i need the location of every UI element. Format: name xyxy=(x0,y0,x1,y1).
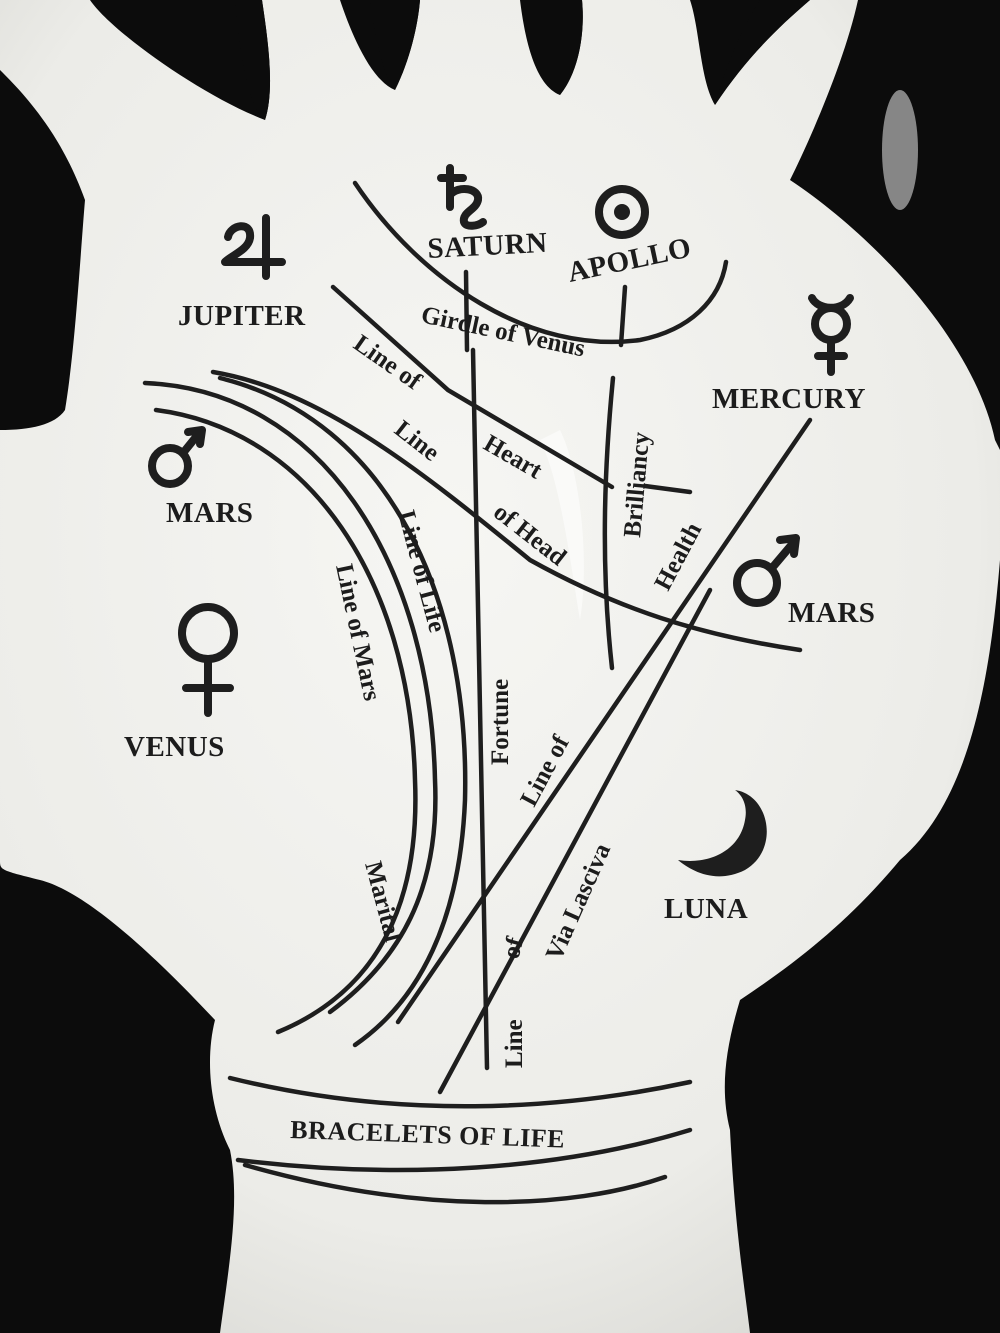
mercury-symbol-icon xyxy=(808,294,854,376)
girdle-of-venus-line xyxy=(352,180,729,345)
finger-gap-shadow xyxy=(538,0,583,95)
luna-label: LUNA xyxy=(664,893,748,925)
apollo-line xyxy=(618,284,628,348)
mars-line xyxy=(217,375,468,1048)
mercury-label: MERCURY xyxy=(712,383,866,415)
via-lasciva-line xyxy=(437,587,713,1095)
health-line xyxy=(395,417,813,1025)
finger-gap-shadow xyxy=(235,0,271,120)
saturn-line xyxy=(463,269,470,353)
jupiter-symbol-icon xyxy=(221,214,286,280)
small-tick-line xyxy=(642,483,693,495)
mars-symbol-left-icon xyxy=(148,426,206,488)
bracelet-line-3 xyxy=(242,1162,668,1205)
saturn-label: SATURN xyxy=(427,227,549,265)
saturn-symbol-icon xyxy=(437,164,487,230)
gloss-highlight xyxy=(882,90,918,210)
life-line xyxy=(153,407,418,1035)
sun-symbol-icon xyxy=(595,185,649,239)
brilliancy-line xyxy=(602,375,616,671)
bracelet-line-2 xyxy=(235,1127,693,1173)
gloss-highlight xyxy=(540,430,584,620)
mars-left-label: MARS xyxy=(166,497,253,529)
heart-line xyxy=(330,284,615,490)
life-line-outer xyxy=(142,380,438,1015)
bracelet-line-1 xyxy=(227,1075,693,1109)
venus-symbol-icon xyxy=(178,603,238,717)
finger-gap-shadow xyxy=(715,0,810,105)
finger-gap-shadow xyxy=(370,0,420,90)
fortune-line xyxy=(470,347,490,1071)
fortune-label: Fortune xyxy=(487,679,514,765)
moon-symbol-icon xyxy=(678,790,767,877)
jupiter-label: JUPITER xyxy=(178,300,306,332)
venus-label: VENUS xyxy=(124,731,225,763)
head-line xyxy=(210,369,803,653)
mars-symbol-right-icon xyxy=(733,534,800,607)
mars-right-label: MARS xyxy=(788,597,875,629)
via-lasciva-line-label: Line xyxy=(501,1019,528,1068)
